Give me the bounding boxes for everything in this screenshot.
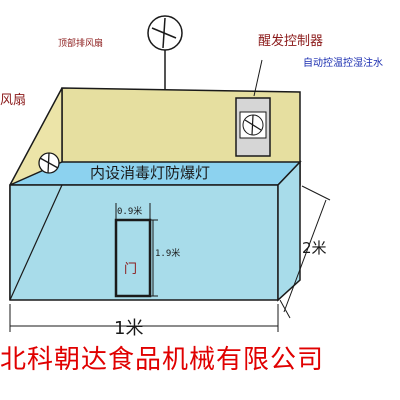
auto-control-label: 自动控温控湿注水 (303, 56, 383, 69)
right-wall (277, 160, 301, 302)
door-label: 门 (124, 262, 137, 277)
depth-bottom-tick (279, 299, 291, 319)
controller-label: 醒发控制器 (258, 33, 323, 49)
side-fan-label: 风扇 (0, 92, 26, 108)
width-label: 1米 (114, 318, 143, 339)
floor-diagonal (9, 184, 63, 301)
door-width-label: 0.9米 (117, 205, 142, 217)
door (114, 218, 152, 298)
top-fan-icon (147, 15, 183, 51)
depth-label: 2米 (302, 239, 327, 257)
side-fan-icon (38, 152, 60, 174)
depth-line (283, 199, 327, 313)
company-name: 北科朝达食品机械有限公司 (0, 345, 325, 375)
door-height-label: 1.9米 (155, 247, 180, 259)
depth-top-tick (301, 185, 331, 201)
lamp-label: 内设消毒灯防爆灯 (90, 164, 210, 182)
controller-pointer (253, 59, 263, 97)
top-fan-label: 顶部排风扇 (58, 37, 103, 49)
controller-box (235, 97, 271, 157)
